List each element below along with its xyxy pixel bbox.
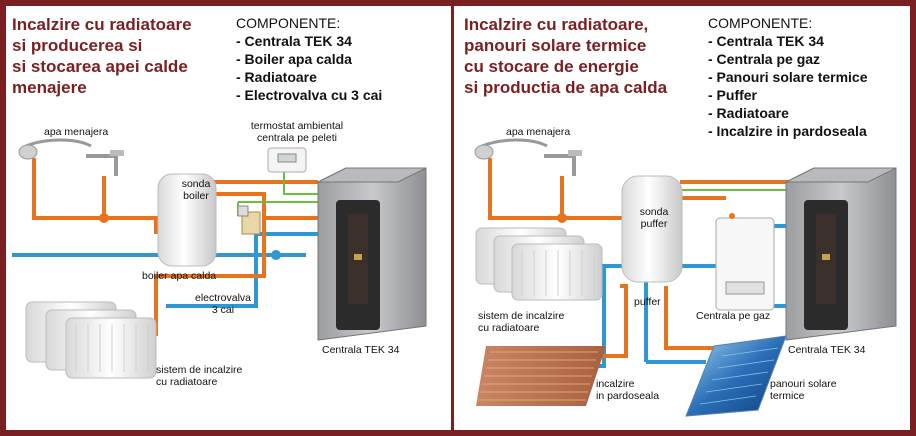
right-component-5: - Radiatoare <box>708 105 789 121</box>
right-label-centrala-gaz: Centrala pe gaz <box>696 310 771 322</box>
right-label-sistem-1: sistem de incalzire <box>478 310 565 322</box>
right-label-pardoseala: incalzire in pardoseala <box>596 378 659 402</box>
left-label-sistem: sistem de incalzire cu radiatoare <box>156 364 242 388</box>
left-title: Incalzire cu radiatoare si producerea si… <box>12 14 192 98</box>
left-label-termostat-1: termostat ambiental <box>250 120 344 132</box>
left-label-boiler-apa-calda: boiler apa calda <box>142 270 217 282</box>
left-components: COMPONENTE: - Centrala TEK 34 - Boiler a… <box>236 14 382 104</box>
left-thermostat-device <box>267 147 307 173</box>
right-label-pardoseala-2: in pardoseala <box>596 390 660 402</box>
left-valve-device <box>237 205 261 235</box>
right-floor-heating <box>476 346 606 406</box>
left-label-apa-menajera: apa menajera <box>44 126 109 138</box>
right-label-apa-menajera: apa menajera <box>506 126 571 138</box>
left-component-1: - Centrala TEK 34 <box>236 33 352 49</box>
left-title-line-1: Incalzire cu radiatoare <box>12 15 192 34</box>
right-label-sistem: sistem de incalzire cu radiatoare <box>478 310 564 334</box>
right-label-sonda-puffer: sonda puffer <box>634 206 674 230</box>
right-components-header: COMPONENTE: <box>708 15 813 31</box>
left-title-line-3: si stocarea apei calde <box>12 57 188 76</box>
right-component-1: - Centrala TEK 34 <box>708 33 824 49</box>
right-title-line-4: si productia de apa calda <box>464 78 668 97</box>
right-stove-device <box>785 167 897 341</box>
right-puffer-tank <box>621 175 683 283</box>
right-label-pardoseala-1: incalzire <box>596 378 635 390</box>
right-title: Incalzire cu radiatoare, panouri solare … <box>464 14 667 98</box>
left-component-4: - Electrovalva cu 3 cai <box>236 87 383 103</box>
left-stove-device <box>317 167 427 341</box>
right-hot-pipes <box>488 158 796 358</box>
right-title-line-2: panouri solare termice <box>464 36 647 55</box>
right-label-sonda-puffer-text: puffer <box>640 218 668 230</box>
right-solar-panel <box>685 335 787 417</box>
left-label-boiler: boiler <box>183 190 209 202</box>
left-label-sistem-1: sistem de incalzire <box>156 364 243 376</box>
left-shower-icon <box>18 138 92 160</box>
right-shower-icon <box>474 138 548 160</box>
right-title-line-1: Incalzire cu radiatoare, <box>464 15 649 34</box>
left-component-2: - Boiler apa calda <box>236 51 352 67</box>
right-label-solare: panouri solare termice <box>770 378 837 402</box>
left-radiators <box>25 301 157 379</box>
right-component-2: - Centrala pe gaz <box>708 51 821 67</box>
right-label-solare-1: panouri solare <box>770 378 837 390</box>
left-title-line-2: si producerea si <box>12 36 143 55</box>
left-label-termostat: termostat ambiental centrala pe peleti <box>242 120 352 144</box>
left-components-header: COMPONENTE: <box>236 15 341 31</box>
right-label-sistem-2: cu radiatoare <box>478 322 540 334</box>
left-label-termostat-2: centrala pe peleti <box>257 132 337 144</box>
right-radiators <box>475 227 603 301</box>
right-label-sonda: sonda <box>639 206 669 218</box>
left-title-line-4: menajere <box>12 78 87 97</box>
left-label-sonda: sonda <box>181 178 211 190</box>
left-label-electrovalva: electrovalva 3 cai <box>188 292 258 316</box>
right-label-solare-2: termice <box>770 390 805 402</box>
panel-divider <box>451 6 454 430</box>
right-component-4: - Puffer <box>708 87 757 103</box>
right-faucet-icon <box>544 150 582 176</box>
right-label-centrala: Centrala TEK 34 <box>788 344 866 356</box>
left-label-sonda-boiler: sonda boiler <box>176 178 216 202</box>
right-title-line-3: cu stocare de energie <box>464 57 639 76</box>
left-label-electrovalva-1: electrovalva <box>194 292 252 304</box>
right-component-6: - Incalzire in pardoseala <box>708 123 867 139</box>
right-component-3: - Panouri solare termice <box>708 69 868 85</box>
left-label-sistem-2: cu radiatoare <box>156 376 218 388</box>
left-boiler-tank <box>157 173 217 267</box>
right-gas-boiler-device <box>715 213 775 311</box>
right-components: COMPONENTE: - Centrala TEK 34 - Centrala… <box>708 14 868 140</box>
diagram-artwork <box>12 138 897 417</box>
left-label-centrala: Centrala TEK 34 <box>322 344 400 356</box>
left-label-electrovalva-2: 3 cai <box>211 304 235 316</box>
left-faucet-icon <box>86 150 124 176</box>
left-component-3: - Radiatoare <box>236 69 317 85</box>
right-label-puffer: puffer <box>634 296 661 308</box>
